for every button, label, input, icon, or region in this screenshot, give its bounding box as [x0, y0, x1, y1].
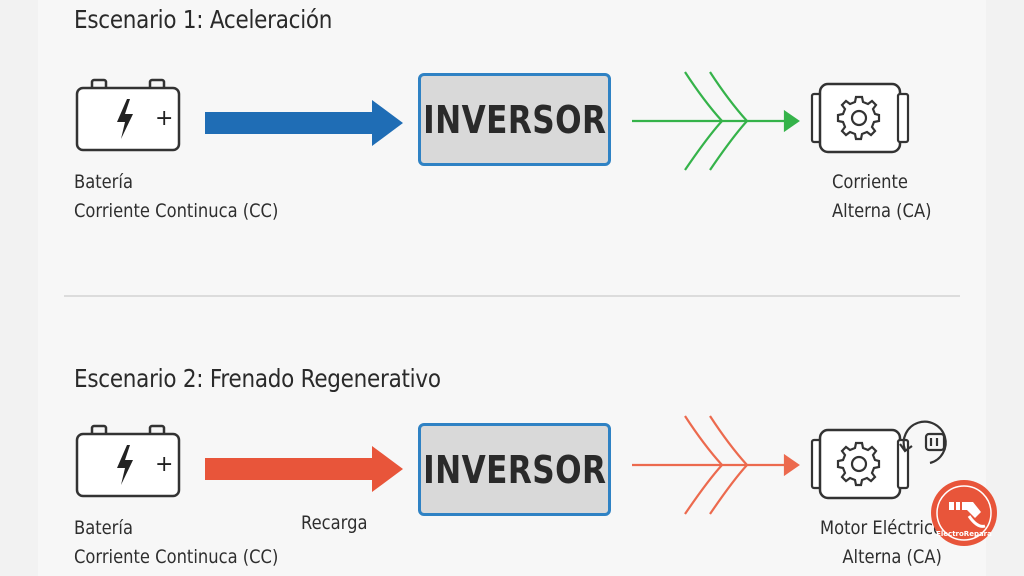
inverter-label: INVERSOR: [422, 447, 607, 492]
gear-icon: [836, 441, 881, 487]
motor-label-line1: Motor Eléctrico: [820, 517, 943, 539]
recharge-arrow: [205, 446, 403, 492]
motor-icon: [810, 420, 947, 500]
battery-label-2: Batería Corriente Continuca (CC): [74, 514, 278, 572]
battery-icon: [75, 78, 181, 152]
recharge-label: Recarga: [301, 512, 368, 534]
logo-text: ElectroRepara: [936, 530, 992, 538]
motor-label-2: Motor Eléctrico Alterna (CA): [820, 514, 943, 572]
inverter-box: INVERSOR: [418, 423, 611, 516]
battery-label-line1: Batería: [74, 517, 133, 539]
ac-wave-icon: [632, 415, 800, 515]
battery-label-line2: Corriente Continuca (CC): [74, 200, 279, 222]
scenario-2-title: Escenario 2: Frenado Regenerativo: [74, 364, 441, 393]
battery-icon: [75, 424, 181, 498]
ac-wave-icon: [632, 71, 800, 171]
battery-plus: +: [155, 452, 173, 477]
motor-icon: [810, 82, 910, 154]
motor-label-1: Corriente Alterna (CA): [832, 168, 932, 226]
motor-label-line2: Alterna (CA): [832, 200, 932, 222]
inverter-label: INVERSOR: [422, 97, 607, 142]
motor-label-line2: Alterna (CA): [842, 546, 942, 568]
battery-plus: +: [155, 106, 173, 131]
scenario-1-title: Escenario 1: Aceleración: [74, 5, 333, 34]
divider: [64, 295, 960, 297]
gear-icon: [836, 95, 881, 141]
electrorepara-logo: ElectroRepara: [931, 480, 997, 546]
inverter-box: INVERSOR: [418, 73, 611, 166]
dc-arrow: [205, 100, 403, 146]
battery-label-line1: Batería: [74, 171, 133, 193]
regen-cycle-icon: [899, 420, 947, 465]
motor-label-line1: Corriente: [832, 171, 908, 193]
battery-label-1: Batería Corriente Continuca (CC): [74, 168, 278, 226]
battery-label-line2: Corriente Continuca (CC): [74, 546, 279, 568]
lightning-icon: [117, 99, 133, 139]
lightning-icon: [117, 445, 133, 485]
